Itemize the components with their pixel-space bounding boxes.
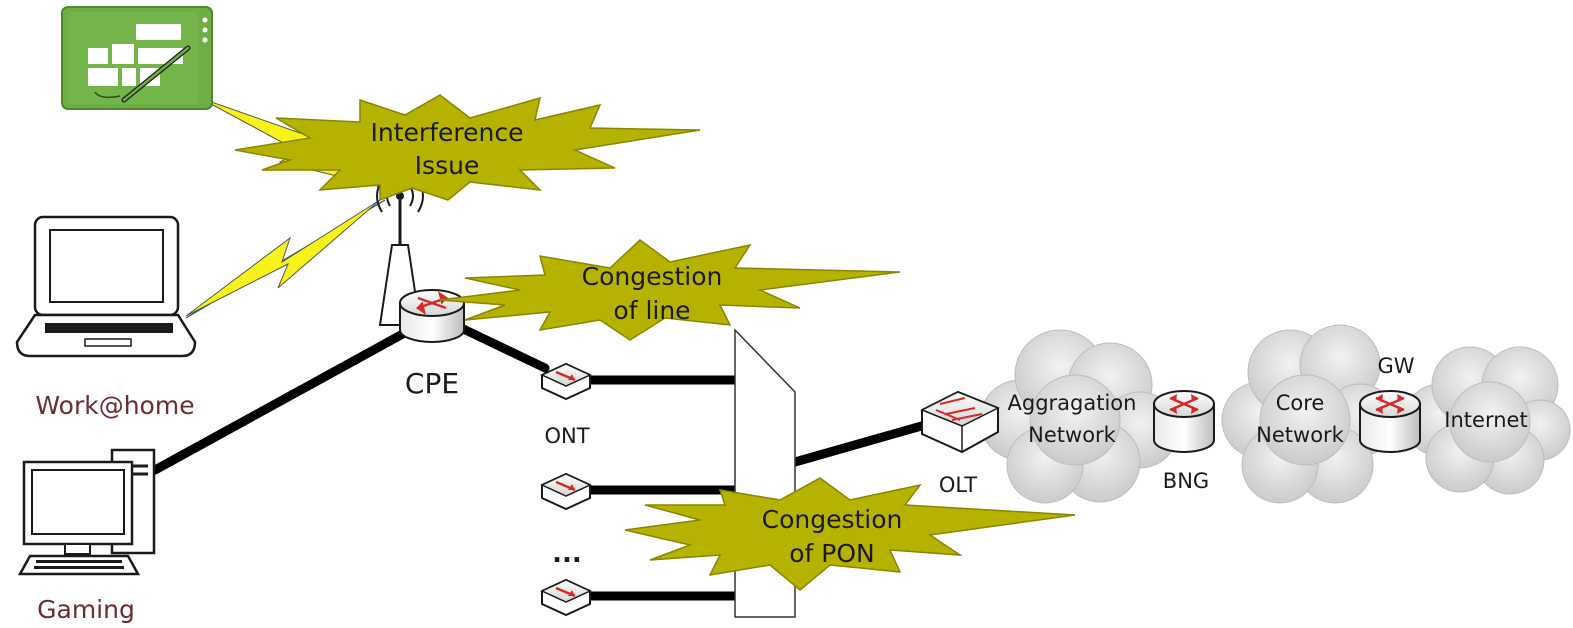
aggregation-label-line2: Network [1028,423,1117,447]
internet-cloud: Internet [1403,346,1571,495]
olt-label: OLT [939,473,977,497]
desktop-cpe-link [150,325,415,475]
interference-issue-burst: Interference Issue [234,94,701,202]
internet-label: Internet [1444,408,1527,432]
line-congestion-label-line2: of line [613,296,690,325]
ont-icon [540,578,592,617]
cpe-ont-link [450,320,550,373]
bng-label: BNG [1163,469,1209,493]
line-congestion-label-line1: Congestion [582,262,723,291]
olt-switch-icon [920,390,1000,454]
bng-router-icon [1153,390,1215,453]
line-congestion-burst: Congestion of line [439,239,901,341]
ont-label: ONT [544,424,589,448]
interference-label-line2: Issue [415,151,480,180]
gw-label: GW [1377,354,1414,378]
aggregation-network-cloud: Aggragation Network [979,329,1179,504]
cpe-router-icon [399,289,465,343]
tablet-icon [61,6,213,110]
ont-icon [540,362,592,401]
wired-links [150,320,930,601]
core-label-line1: Core [1276,391,1325,415]
lightning-laptop-icon [185,199,381,317]
aggregation-label-line1: Aggragation [1008,391,1137,415]
ont-ellipsis: ... [552,539,582,569]
core-label-line2: Network [1256,423,1345,447]
pon-congestion-label-line2: of PON [789,539,875,568]
ont-icon [540,472,592,511]
pon-congestion-burst: Congestion of PON [624,477,1076,591]
splitter-olt-link [790,420,930,467]
interference-label-line1: Interference [371,118,524,147]
desktop-icon [17,448,156,576]
laptop-icon [15,215,197,358]
core-network-cloud: Core Network [1221,324,1397,504]
pon-congestion-label-line1: Congestion [762,505,903,534]
gw-router-icon [1359,390,1421,453]
cpe-label: CPE [405,367,459,400]
laptop-label: Work@home [35,391,194,420]
desktop-label: Gaming [37,595,135,624]
